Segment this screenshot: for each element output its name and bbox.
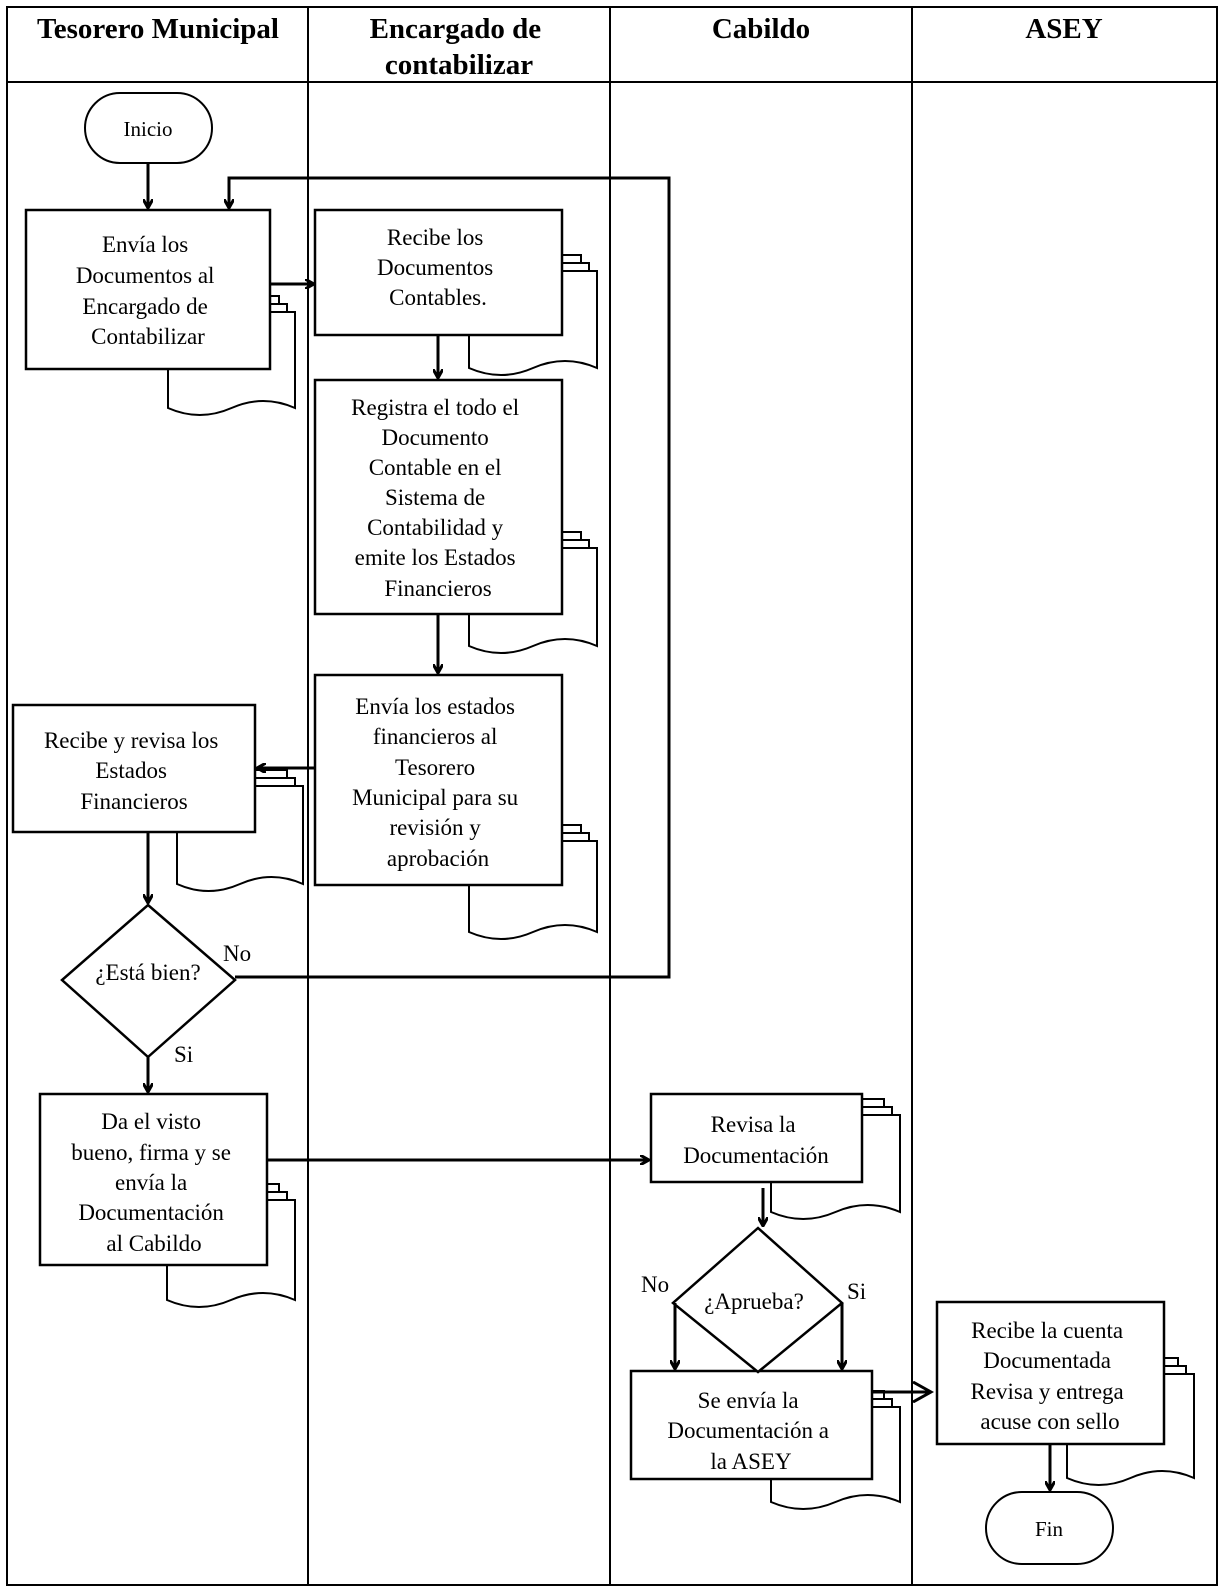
end-label: Fin xyxy=(1035,1517,1064,1541)
decision-aprueba xyxy=(671,1226,844,1374)
process-box-envia-estados xyxy=(313,673,564,887)
arrow-no-loop-back xyxy=(229,176,671,979)
branch-label-no-aprueba: No xyxy=(641,1272,669,1297)
lane-header-cabildo: Cabildo xyxy=(712,13,810,45)
process-text-visto-bueno: Da el visto bueno, firma y se envía la D… xyxy=(71,1109,236,1256)
process-box-recibe-documentos xyxy=(313,208,564,337)
process-box-envia-asey xyxy=(629,1369,874,1481)
branch-label-no-esta-bien: No xyxy=(223,941,251,966)
decision-aprueba-label: ¿Aprueba? xyxy=(704,1289,804,1314)
process-box-recibe-revisa xyxy=(11,703,257,834)
process-box-recibe-cuenta xyxy=(935,1300,1166,1446)
process-box-visto-bueno xyxy=(38,1092,269,1267)
process-text-envia-asey: Se envía la Documentación a la ASEY xyxy=(667,1388,834,1474)
connectors xyxy=(148,163,1050,1489)
start-label: Inicio xyxy=(124,117,173,141)
lane-header-tesorero: Tesorero Municipal xyxy=(37,13,279,45)
process-text-revisa-documentacion: Revisa la Documentación xyxy=(683,1112,829,1168)
process-text-envia-documentos: Envía los Documentos al Encargado de Con… xyxy=(76,232,220,349)
process-text-envia-estados: Envía los estados financieros al Tesorer… xyxy=(352,694,524,871)
process-box-registra xyxy=(313,378,564,616)
process-text-recibe-cuenta: Recibe la cuenta Documentada Revisa y en… xyxy=(970,1318,1129,1434)
decision-esta-bien-label: ¿Está bien? xyxy=(95,960,200,985)
end-terminator: Fin xyxy=(985,1491,1114,1565)
process-box-revisa-documentacion xyxy=(649,1092,864,1184)
process-text-recibe-revisa: Recibe y revisa los Estados Financieros xyxy=(44,728,224,814)
process-box-envia-documentos xyxy=(24,208,272,371)
branch-label-si-aprueba: Si xyxy=(847,1279,866,1304)
start-terminator: Inicio xyxy=(84,92,213,164)
swimlane-grid xyxy=(6,6,1218,1586)
process-text-registra: Registra el todo el Documento Contable e… xyxy=(351,395,525,601)
lane-header-encargado: Encargado de contabilizar xyxy=(370,13,549,81)
lane-header-asey: ASEY xyxy=(1025,13,1102,45)
process-text-recibe-documentos: Recibe los Documentos Contables. xyxy=(377,225,499,310)
branch-label-si-esta-bien: Si xyxy=(174,1042,193,1067)
